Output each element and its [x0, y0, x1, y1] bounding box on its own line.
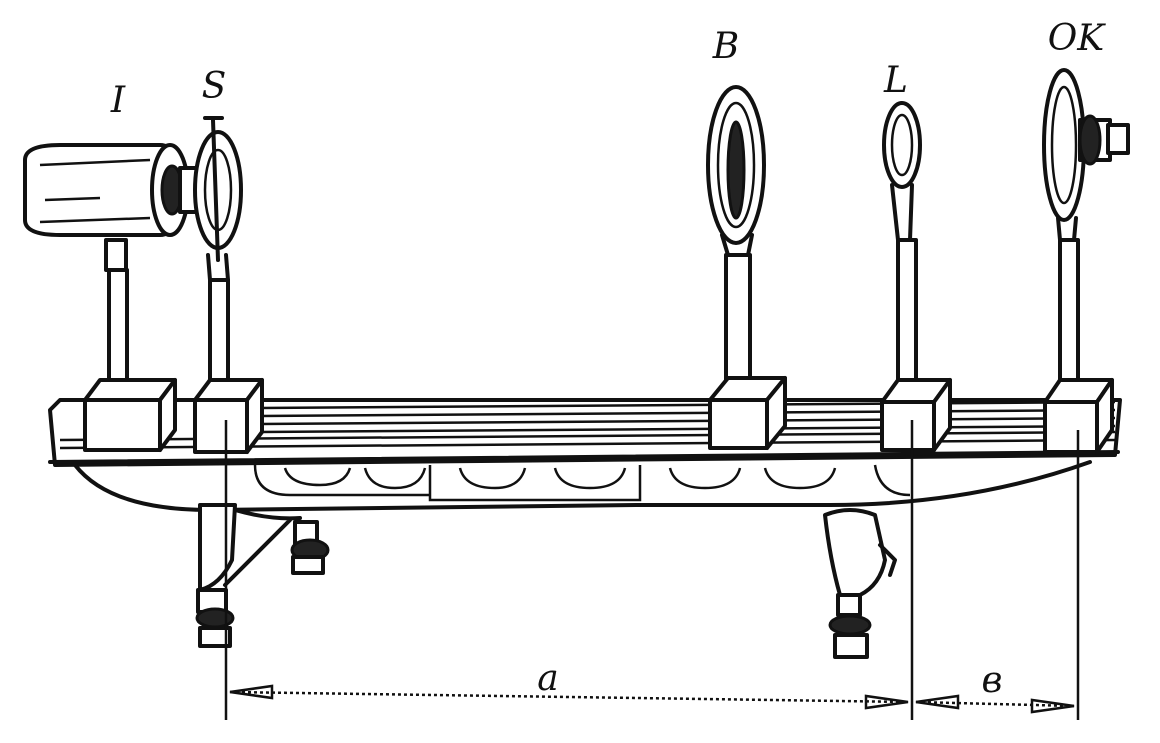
label-lens: L: [883, 60, 908, 101]
dimension-arrows: [229, 684, 1075, 714]
lamp-carriage: [83, 378, 177, 452]
lamp-post: [104, 238, 129, 382]
label-slit: S: [202, 66, 227, 107]
label-distance-b: в: [982, 660, 1003, 701]
label-distance-a: a: [537, 658, 558, 699]
biprism-carriage: [708, 376, 787, 450]
eyepiece-holder: [1042, 68, 1130, 382]
dimension-lines: [224, 420, 1080, 720]
left-leg: [195, 503, 330, 648]
lens-holder: [882, 101, 922, 382]
label-eyepiece: OK: [1048, 18, 1107, 59]
lens-carriage: [880, 378, 952, 452]
lamp-housing: [23, 143, 204, 237]
slit-holder: [193, 116, 243, 382]
label-biprism: B: [712, 26, 739, 67]
slit-carriage: [193, 378, 264, 454]
bench-frame: [73, 460, 1092, 512]
label-lamp: I: [110, 80, 126, 121]
right-leg: [823, 508, 897, 659]
eyepiece-carriage: [1043, 378, 1114, 454]
biprism-holder: [706, 85, 766, 382]
